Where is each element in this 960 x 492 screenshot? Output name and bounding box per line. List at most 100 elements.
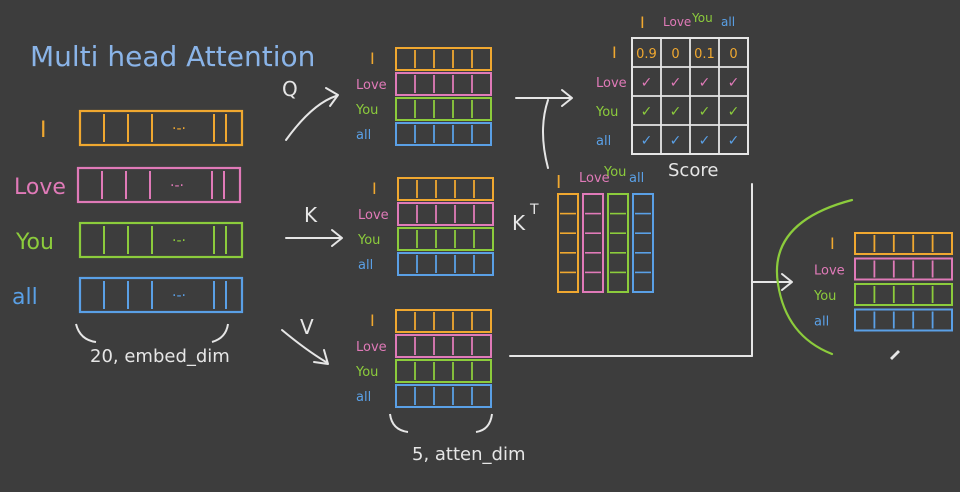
- output-row-label: I: [830, 234, 835, 253]
- matrix-row-label: I: [370, 49, 375, 68]
- v-arrow-head: [313, 349, 329, 365]
- atten-brace: [389, 413, 493, 433]
- matrix-row-label: Love: [356, 78, 387, 93]
- output-row: [854, 308, 953, 332]
- output-row: [854, 283, 953, 306]
- k-arrow-head: [331, 229, 343, 247]
- matrix-row: [397, 202, 494, 226]
- score-cell: 0.1: [694, 47, 715, 62]
- matrix-row-label: I: [372, 179, 377, 198]
- matrix-row-label: Love: [358, 208, 389, 223]
- matrix-row: [395, 97, 492, 121]
- v-label: V: [300, 315, 314, 339]
- to-output-arrow-head: [781, 273, 793, 291]
- atten-caption: 5, atten_dim: [412, 444, 525, 465]
- embed-ellipsis: ·-·: [172, 288, 186, 304]
- matrix-row-label: I: [370, 311, 375, 330]
- score-cell: ✓: [670, 104, 682, 120]
- score-cell: ✓: [699, 104, 711, 120]
- v-arrow: [281, 329, 327, 363]
- flow-arrows: [281, 87, 793, 365]
- kt-column: [582, 193, 604, 293]
- embed-word-label: Love: [14, 175, 66, 200]
- kt-superscript: T: [529, 202, 539, 218]
- embed-row: [78, 276, 244, 314]
- score-cell: ✓: [670, 75, 682, 91]
- kt-column-label: You: [603, 165, 626, 180]
- matrix-row: [395, 72, 492, 96]
- matrix-row: [395, 309, 492, 333]
- matrix-row-label: You: [357, 233, 380, 248]
- output-row-label: Love: [814, 264, 845, 279]
- kt-to-score-line: [542, 99, 549, 169]
- score-column-label: all: [721, 15, 735, 29]
- embed-word-label: all: [12, 285, 38, 310]
- score-cell: ✓: [699, 75, 711, 91]
- brush-cursor-icon: [890, 350, 900, 360]
- matrix-row: [397, 177, 494, 201]
- page-title: Multi head Attention: [30, 40, 315, 73]
- score-cell: ✓: [641, 133, 653, 149]
- matrix-row-label: You: [355, 103, 378, 118]
- score-cell: 0.9: [636, 47, 657, 62]
- output-row-label: You: [813, 289, 836, 304]
- score-row-label: Love: [596, 76, 627, 91]
- matrix-row: [395, 334, 492, 358]
- output-row-label: all: [814, 315, 829, 330]
- score-column-label: You: [691, 11, 713, 25]
- matrix-row-label: all: [356, 390, 371, 405]
- embed-caption: 20, embed_dim: [90, 346, 230, 367]
- score-row-label: I: [612, 43, 617, 62]
- output-row: [854, 232, 953, 255]
- embed-ellipsis: ·-·: [172, 121, 186, 137]
- matrix-row: [395, 359, 492, 383]
- embed-word-label: I: [40, 118, 47, 143]
- score-cell: ✓: [641, 75, 653, 91]
- embed-row: [78, 221, 244, 259]
- q-label: Q: [282, 77, 298, 101]
- q-to-score-arrow-head: [561, 89, 573, 107]
- q-arrow-head: [325, 87, 339, 107]
- score-row-label: all: [596, 134, 611, 149]
- embed-brace: [75, 323, 229, 343]
- score-cell: ✓: [728, 133, 740, 149]
- matrix-row: [395, 122, 492, 146]
- matrix-row: [395, 384, 492, 408]
- kt-label: K: [512, 211, 526, 235]
- q-arrow: [285, 95, 337, 141]
- output-row: [854, 257, 953, 281]
- embedding-rows: I ·-· Love ·-· You ·-· all ·-·: [12, 109, 244, 343]
- matrix-row: [397, 227, 494, 251]
- score-cell: ✓: [699, 133, 711, 149]
- score-cell: ✓: [728, 75, 740, 91]
- output-bracket: [775, 198, 854, 356]
- score-column-label: Love: [663, 15, 691, 29]
- kt-column-label: I: [556, 172, 561, 193]
- score-cell: ✓: [641, 104, 653, 120]
- score-cell: 0: [729, 47, 737, 62]
- matrix-row: [397, 252, 494, 276]
- kt-column-label: all: [629, 171, 644, 186]
- kt-column: [557, 193, 579, 293]
- score-label: Score: [668, 160, 718, 181]
- embed-row: [78, 109, 244, 147]
- embed-word-label: You: [15, 230, 54, 255]
- k-label: K: [304, 203, 318, 227]
- embed-ellipsis: ·-·: [170, 178, 184, 194]
- matrix-row-label: all: [358, 258, 373, 273]
- kt-column: [607, 193, 629, 293]
- score-column-label: I: [640, 13, 645, 32]
- matrix-row-label: You: [355, 365, 378, 380]
- embed-ellipsis: ·-·: [172, 233, 186, 249]
- score-cell: ✓: [670, 133, 682, 149]
- kt-column: [632, 193, 654, 293]
- score-cell: 0: [671, 47, 679, 62]
- score-row-label: You: [595, 105, 618, 120]
- kt-column-label: Love: [579, 171, 610, 186]
